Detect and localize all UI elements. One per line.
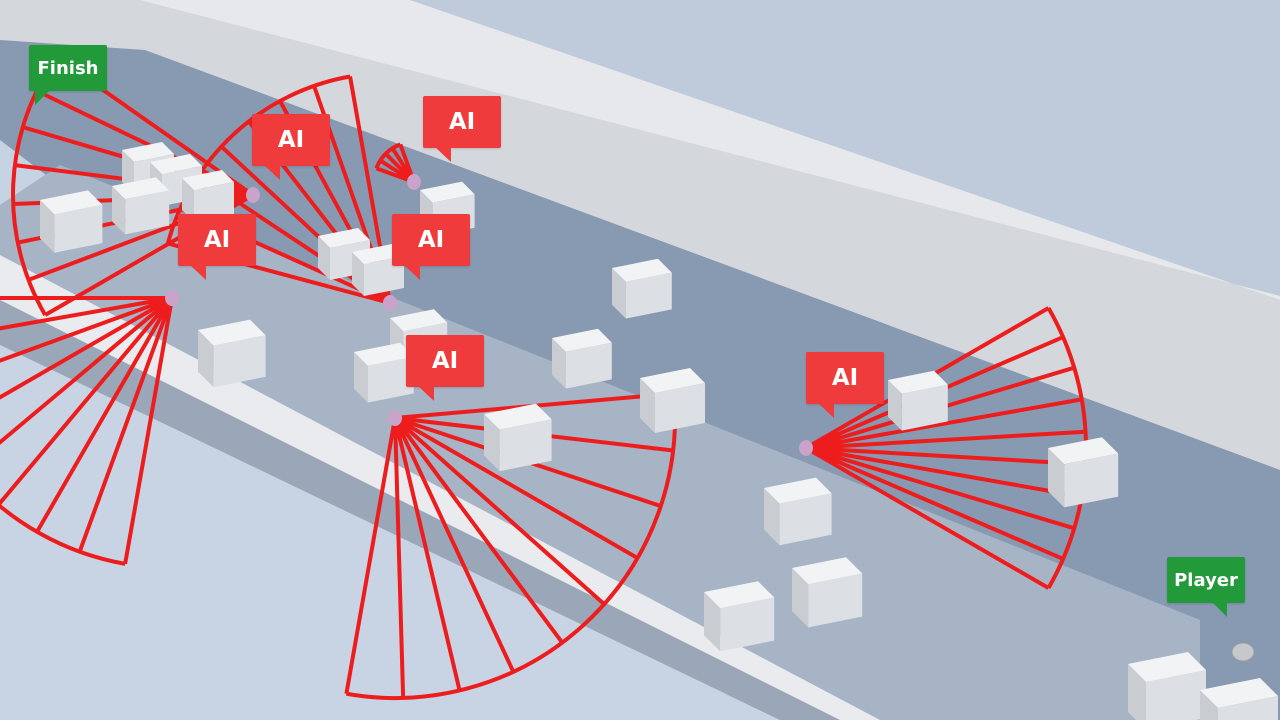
- ai-label-3: AI: [178, 214, 256, 280]
- crate-icon: [182, 170, 234, 222]
- crate-icon: [552, 328, 612, 389]
- crate-icon: [484, 403, 552, 472]
- ai-label-text: AI: [831, 365, 859, 391]
- crate-icon: [112, 177, 170, 235]
- ai-label-5: AI: [406, 335, 484, 401]
- crate-icon: [792, 557, 863, 628]
- ai-label-2: AI: [423, 96, 501, 162]
- ai-pawn-icon[interactable]: [383, 295, 397, 311]
- ai-label-text: AI: [448, 109, 476, 135]
- ai-label-1: AI: [252, 114, 330, 180]
- crate-icon: [198, 319, 266, 388]
- ai-pawn-icon[interactable]: [407, 174, 421, 190]
- ai-pawn-icon[interactable]: [799, 440, 813, 456]
- ai-label-4: AI: [392, 214, 470, 280]
- sky-area: [140, 0, 1280, 300]
- vision-cone-icon: [165, 74, 392, 305]
- finish-label: Finish: [29, 45, 107, 105]
- crate-icon: [612, 258, 672, 319]
- crate-icon: [704, 581, 775, 652]
- ai-label-text: AI: [431, 348, 459, 374]
- vision-cone-icon: [374, 142, 416, 184]
- pawns: [165, 174, 813, 456]
- crate-icon: [1128, 652, 1206, 720]
- player-pawn-icon[interactable]: [1231, 642, 1255, 662]
- player-label-text: Player: [1174, 569, 1238, 591]
- ai-label-text: AI: [203, 227, 231, 253]
- crate-icon: [764, 477, 832, 546]
- front-wall-side: [0, 300, 840, 720]
- crate-icon: [888, 370, 948, 431]
- crate-icon: [640, 368, 705, 433]
- ai-pawn-icon[interactable]: [246, 187, 260, 203]
- ai-label-text: AI: [417, 227, 445, 253]
- crate-icon: [40, 190, 103, 253]
- crate-icon: [1048, 437, 1119, 508]
- crate-icon: [352, 244, 404, 296]
- crate-icon: [1200, 678, 1278, 720]
- ai-pawn-icon[interactable]: [388, 410, 402, 426]
- ai-pawn-icon[interactable]: [165, 290, 179, 306]
- crate-icon: [354, 342, 414, 403]
- ai-label-6: AI: [806, 352, 884, 418]
- finish-label-text: Finish: [37, 57, 99, 79]
- player-label: Player: [1167, 557, 1245, 617]
- ai-label-text: AI: [277, 127, 305, 153]
- vision-cone-icon: [0, 296, 174, 566]
